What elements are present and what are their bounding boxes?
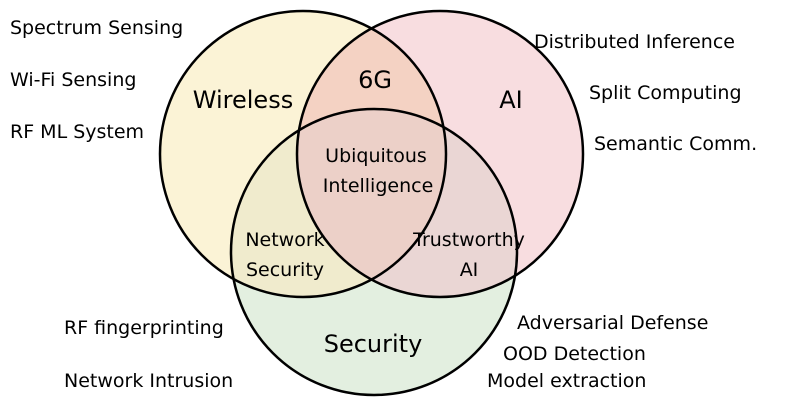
ai-label: AI: [499, 86, 523, 114]
security-topic: Adversarial Defense: [517, 312, 708, 334]
security-label: Security: [324, 330, 423, 358]
center-label-line1: Ubiquitous: [325, 145, 427, 167]
center-label-line2: Intelligence: [323, 175, 434, 197]
trustworthy-ai-line1: Trustworthy: [412, 229, 525, 251]
ai-topic: Split Computing: [589, 82, 742, 104]
network-security-line1: Network: [245, 229, 324, 251]
six-g-label: 6G: [358, 66, 392, 94]
network-security-line2: Security: [246, 259, 324, 281]
ai-topic: Semantic Comm.: [594, 133, 757, 155]
security-topic: Network Intrusion: [64, 370, 233, 392]
wireless-topic: Wi-Fi Sensing: [10, 69, 136, 91]
trustworthy-ai-line2: AI: [460, 259, 479, 281]
security-topic: RF fingerprinting: [64, 317, 224, 339]
ai-circle: [295, 9, 585, 299]
security-topic: OOD Detection: [503, 343, 646, 365]
wireless-circle: [158, 9, 448, 299]
wireless-topic: Spectrum Sensing: [10, 17, 183, 39]
security-circle: [229, 107, 519, 397]
wireless-topic: RF ML System: [10, 121, 144, 143]
ai-topic: Distributed Inference: [534, 31, 735, 53]
wireless-label: Wireless: [193, 86, 293, 114]
security-topic: Model extraction: [487, 370, 646, 392]
